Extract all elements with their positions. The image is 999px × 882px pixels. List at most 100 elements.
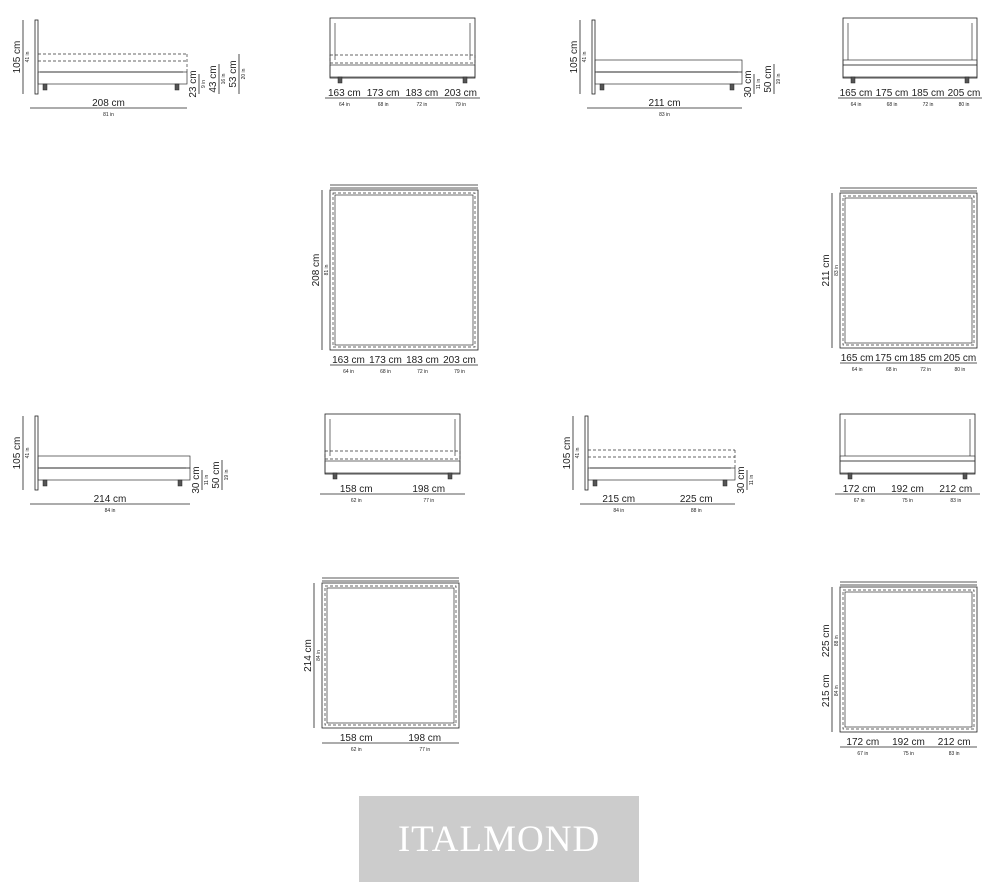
right-dim-cm-label: 53 cm xyxy=(228,60,239,87)
width-cm-label: 172 cm xyxy=(843,484,876,495)
width-in-label: 64 in xyxy=(851,102,862,108)
width-in-label: 68 in xyxy=(887,102,898,108)
right-dim-in-label: 20 in xyxy=(241,68,247,79)
height-in-label: 41 in xyxy=(25,51,31,62)
right-dim-cm-label: 50 cm xyxy=(211,461,222,488)
width-in-label: 83 in xyxy=(950,498,961,504)
right-dim-cm-label: 23 cm xyxy=(188,70,199,97)
width-in-label: 68 in xyxy=(886,367,897,373)
right-dim-cm-label: 43 cm xyxy=(208,65,219,92)
height-cm-label: 105 cm xyxy=(12,437,23,470)
height-in-label: 41 in xyxy=(575,447,581,458)
width-cm-label: 208 cm xyxy=(92,98,125,109)
width-in-label: 68 in xyxy=(378,102,389,108)
width-cm-label: 183 cm xyxy=(406,355,439,366)
width-cm-label: 225 cm xyxy=(680,494,713,505)
bed4-front: 172 cm 67 in 192 cm 75 in 212 cm 83 in xyxy=(835,413,980,504)
width-cm-label: 203 cm xyxy=(443,355,476,366)
width-in-label: 64 in xyxy=(339,102,350,108)
width-cm-label: 163 cm xyxy=(332,355,365,366)
width-cm-label: 212 cm xyxy=(939,484,972,495)
bed3-front: 158 cm 62 in 198 cm 77 in xyxy=(320,413,465,504)
right-dim-in-label: 16 in xyxy=(221,73,227,84)
width-in-label: 83 in xyxy=(659,112,670,118)
width-cm-label: 165 cm xyxy=(841,353,874,364)
right-dim-cm-label: 30 cm xyxy=(191,466,202,493)
width-in-label: 75 in xyxy=(902,498,913,504)
length-in-label: 83 in xyxy=(834,265,840,276)
width-cm-label: 203 cm xyxy=(444,88,477,99)
right-dim-in-label: 19 in xyxy=(776,73,782,84)
length-cm-label: 211 cm xyxy=(821,254,832,286)
width-in-label: 79 in xyxy=(455,102,466,108)
width-cm-label: 185 cm xyxy=(909,353,942,364)
width-in-label: 64 in xyxy=(852,367,863,373)
width-cm-label: 215 cm xyxy=(602,494,635,505)
width-in-label: 77 in xyxy=(419,747,430,753)
width-cm-label: 192 cm xyxy=(891,484,924,495)
width-cm-label: 158 cm xyxy=(340,733,373,744)
width-in-label: 83 in xyxy=(949,751,960,757)
width-cm-label: 205 cm xyxy=(948,88,981,99)
height-cm-label: 105 cm xyxy=(562,437,573,470)
width-in-label: 68 in xyxy=(380,369,391,375)
length-cm-label: 225 cm xyxy=(821,624,832,657)
right-dim-cm-label: 50 cm xyxy=(763,65,774,92)
right-dim-in-label: 19 in xyxy=(224,469,230,480)
width-cm-label: 175 cm xyxy=(876,88,909,99)
width-in-label: 81 in xyxy=(103,112,114,118)
width-in-label: 72 in xyxy=(920,367,931,373)
length-cm-label: 214 cm xyxy=(303,639,314,672)
length-in-label: 88 in xyxy=(834,635,840,646)
width-cm-label: 214 cm xyxy=(94,494,127,505)
right-dim-in-label: 11 in xyxy=(204,475,210,486)
width-cm-label: 192 cm xyxy=(892,737,925,748)
width-in-label: 72 in xyxy=(923,102,934,108)
width-cm-label: 205 cm xyxy=(943,353,976,364)
width-in-label: 84 in xyxy=(105,508,116,514)
width-in-label: 80 in xyxy=(959,102,970,108)
height-in-label: 41 in xyxy=(582,51,588,62)
width-in-label: 72 in xyxy=(417,369,428,375)
width-in-label: 67 in xyxy=(854,498,865,504)
right-dim-cm-label: 30 cm xyxy=(743,70,754,97)
width-cm-label: 175 cm xyxy=(875,353,908,364)
width-cm-label: 172 cm xyxy=(846,737,879,748)
width-in-label: 64 in xyxy=(343,369,354,375)
width-in-label: 80 in xyxy=(954,367,965,373)
brand-logo: ITALMOND xyxy=(359,796,639,882)
width-in-label: 62 in xyxy=(351,747,362,753)
width-in-label: 88 in xyxy=(691,508,702,514)
width-cm-label: 163 cm xyxy=(328,88,361,99)
height-cm-label: 105 cm xyxy=(569,41,580,74)
width-in-label: 79 in xyxy=(454,369,465,375)
right-dim-in-label: 11 in xyxy=(749,475,755,486)
width-cm-label: 173 cm xyxy=(369,355,402,366)
length-in-label: 84 in xyxy=(316,650,322,661)
width-cm-label: 158 cm xyxy=(340,484,373,495)
width-in-label: 77 in xyxy=(423,498,434,504)
width-in-label: 62 in xyxy=(351,498,362,504)
width-cm-label: 198 cm xyxy=(408,733,441,744)
width-cm-label: 211 cm xyxy=(648,98,680,109)
width-cm-label: 185 cm xyxy=(912,88,945,99)
right-dim-cm-label: 30 cm xyxy=(736,466,747,493)
length-in-label: 84 in xyxy=(834,685,840,696)
width-cm-label: 212 cm xyxy=(938,737,971,748)
right-dim-in-label: 9 in xyxy=(201,80,207,88)
width-cm-label: 173 cm xyxy=(367,88,400,99)
width-in-label: 75 in xyxy=(903,751,914,757)
length-in-label: 81 in xyxy=(324,264,330,275)
width-cm-label: 198 cm xyxy=(412,484,445,495)
